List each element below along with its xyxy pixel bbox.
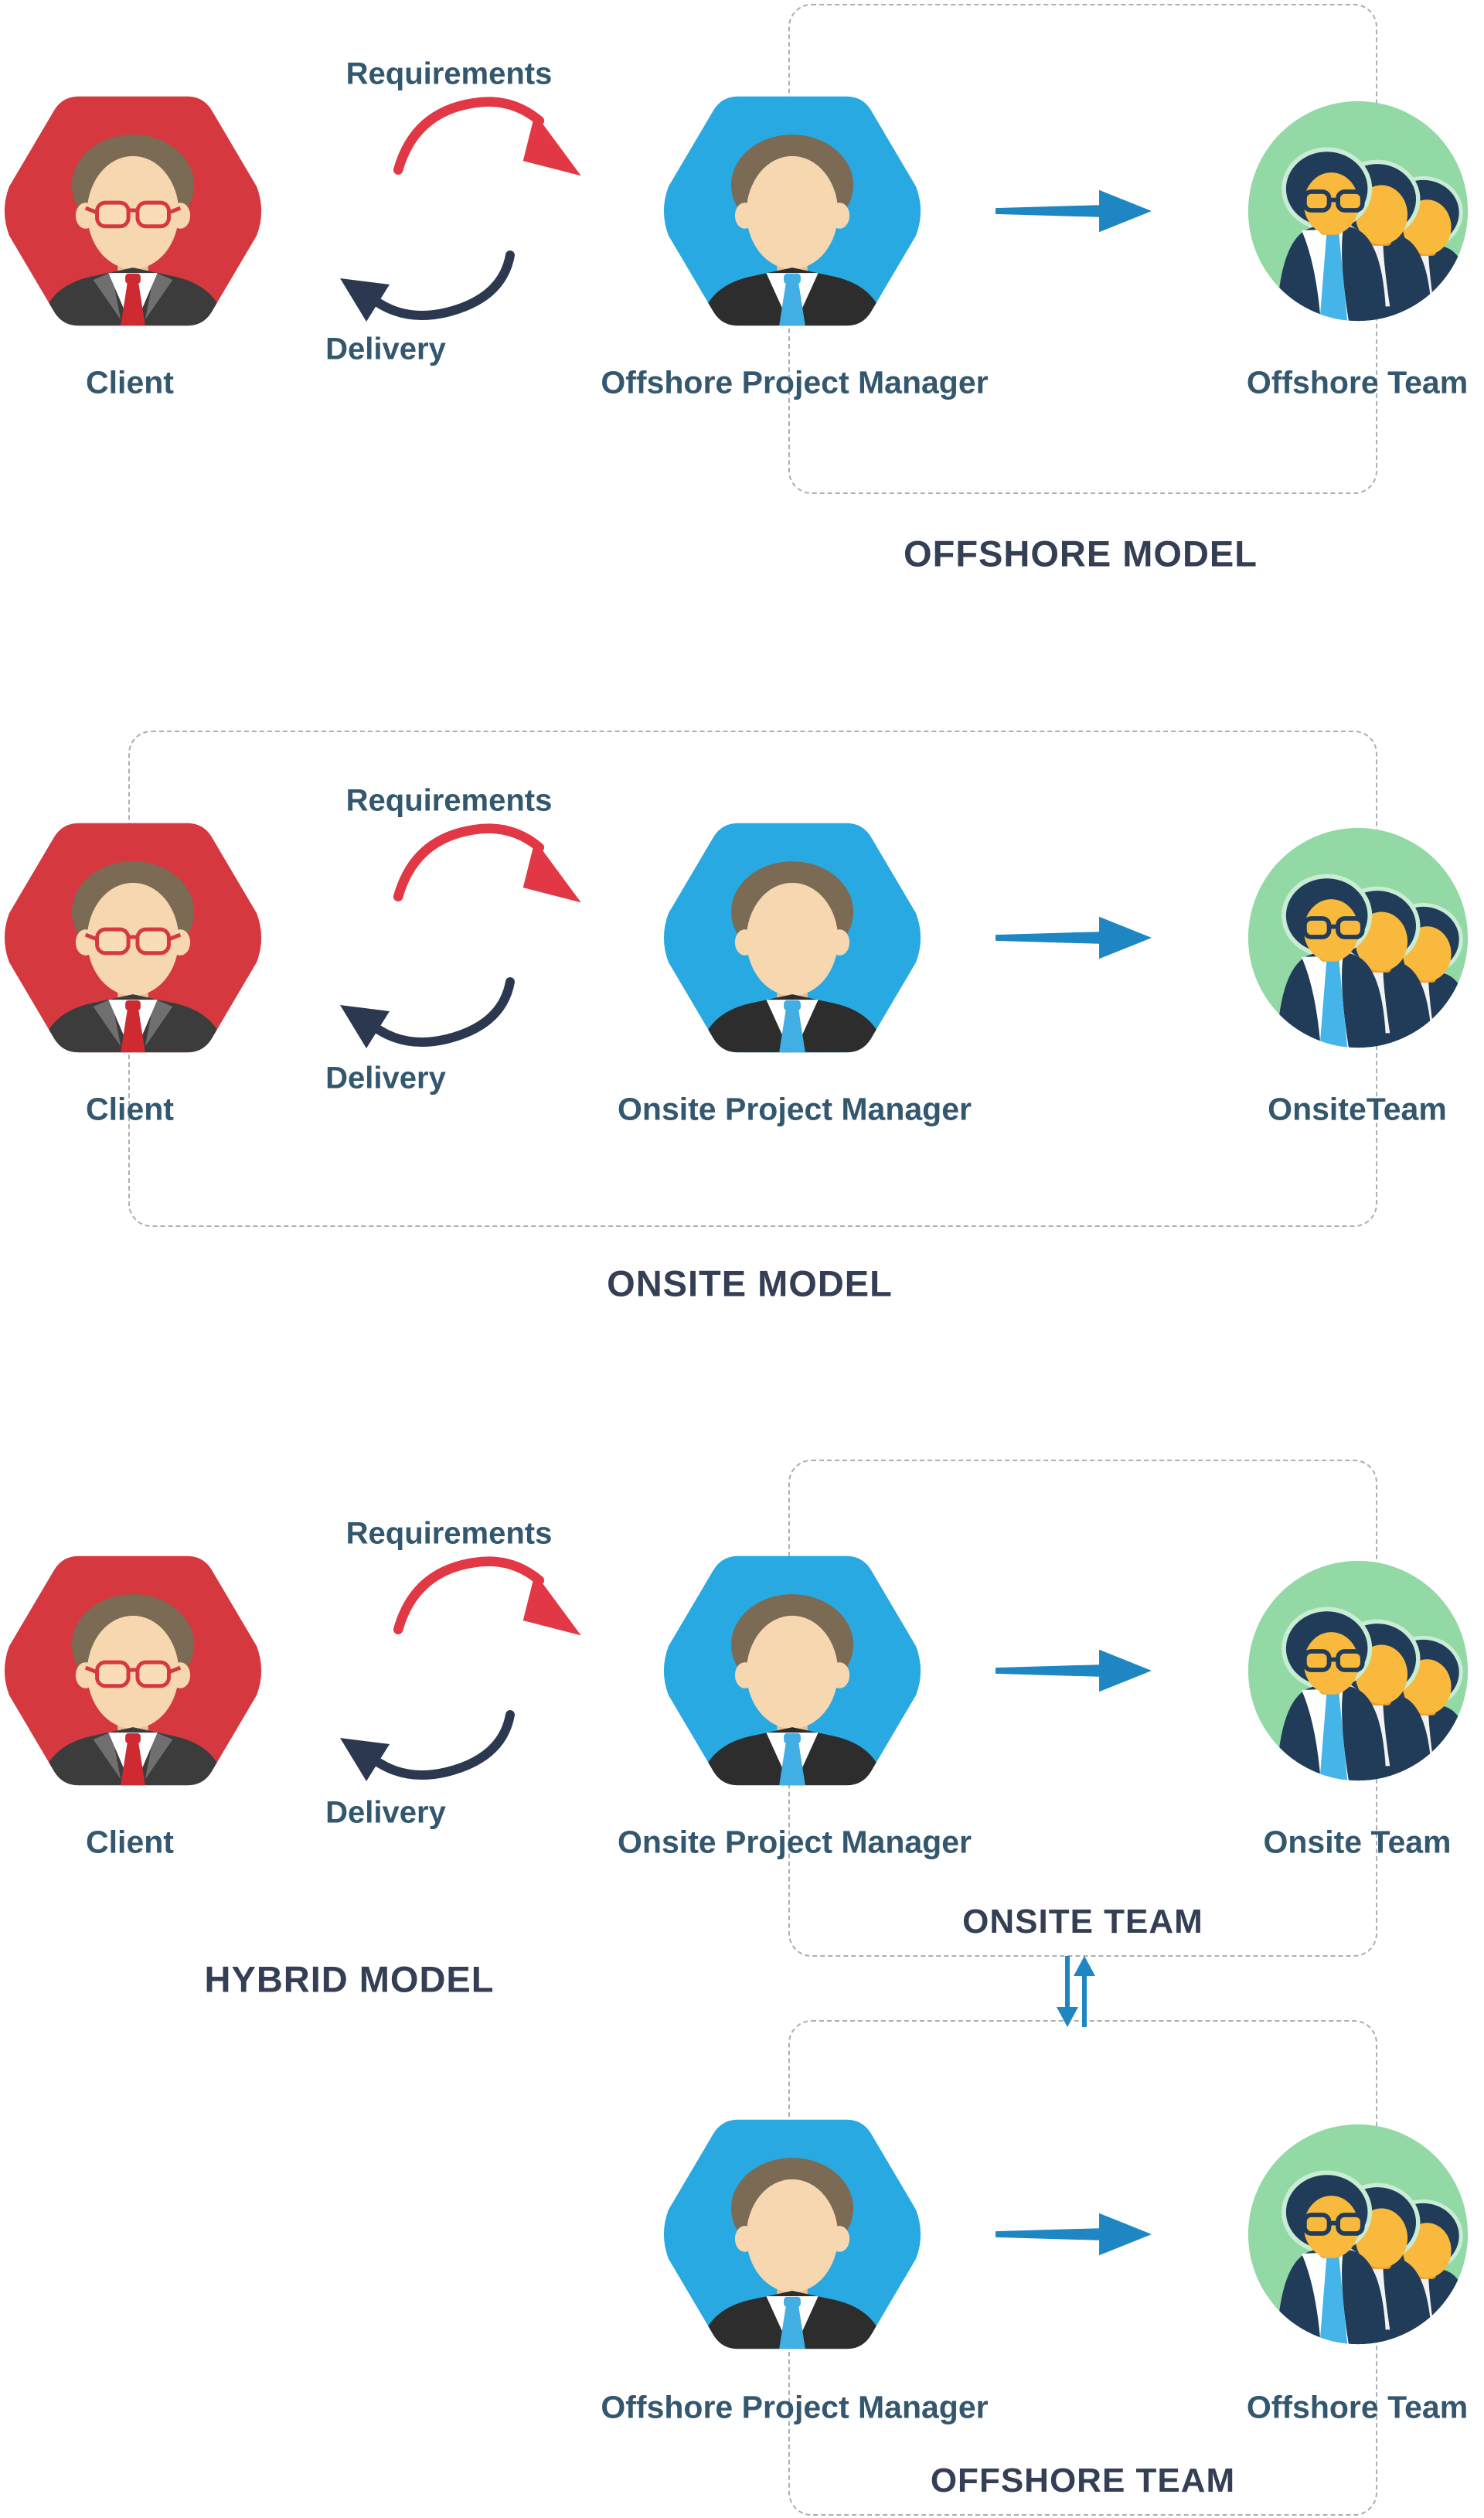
client-label: Client [86,1091,174,1127]
client-label: Client [86,1824,174,1860]
team-avatar-icon [1247,1559,1469,1782]
right-flow-arrow-icon [996,1646,1153,1695]
client-label: Client [86,364,174,400]
team-label: Offshore Team [1246,2389,1469,2425]
requirements-curved-arrow-icon [390,1546,587,1643]
manager-label: Offshore Project Manager [601,364,989,400]
up-down-exchange-arrows-icon [1051,1954,1098,2029]
requirements-label: Requirements [345,1516,553,1551]
right-flow-arrow-icon [996,2210,1153,2259]
requirements-label: Requirements [345,56,553,91]
client-avatar-icon [0,1550,266,1791]
delivery-curved-arrow-icon [331,1709,516,1795]
hybrid-model-caption: HYBRID MODEL [204,1958,495,2000]
project-manager-avatar-icon [659,2114,925,2355]
offshore-model-caption: OFFSHORE MODEL [904,533,1258,574]
hybrid-offshore-team-box: OFFSHORE TEAM [788,2020,1377,2516]
offshore-team-box-caption: OFFSHORE TEAM [930,2462,1236,2499]
project-manager-avatar-icon [659,1550,925,1791]
onsite-team-box-caption: ONSITE TEAM [962,1903,1203,1940]
manager-label: Onsite Project Manager [618,1091,972,1127]
team-label: Onsite Team [1263,1824,1452,1860]
delivery-label: Delivery [325,332,446,366]
manager-label: Onsite Project Manager [618,1824,972,1860]
delivery-label: Delivery [325,1061,446,1095]
team-label: OnsiteTeam [1268,1091,1447,1127]
delivery-label: Delivery [325,1795,446,1830]
manager-label: Offshore Project Manager [601,2389,989,2425]
team-label: Offshore Team [1246,364,1469,400]
requirements-label: Requirements [345,783,553,818]
team-avatar-icon [1247,2123,1469,2346]
onsite-model-caption: ONSITE MODEL [607,1262,893,1304]
